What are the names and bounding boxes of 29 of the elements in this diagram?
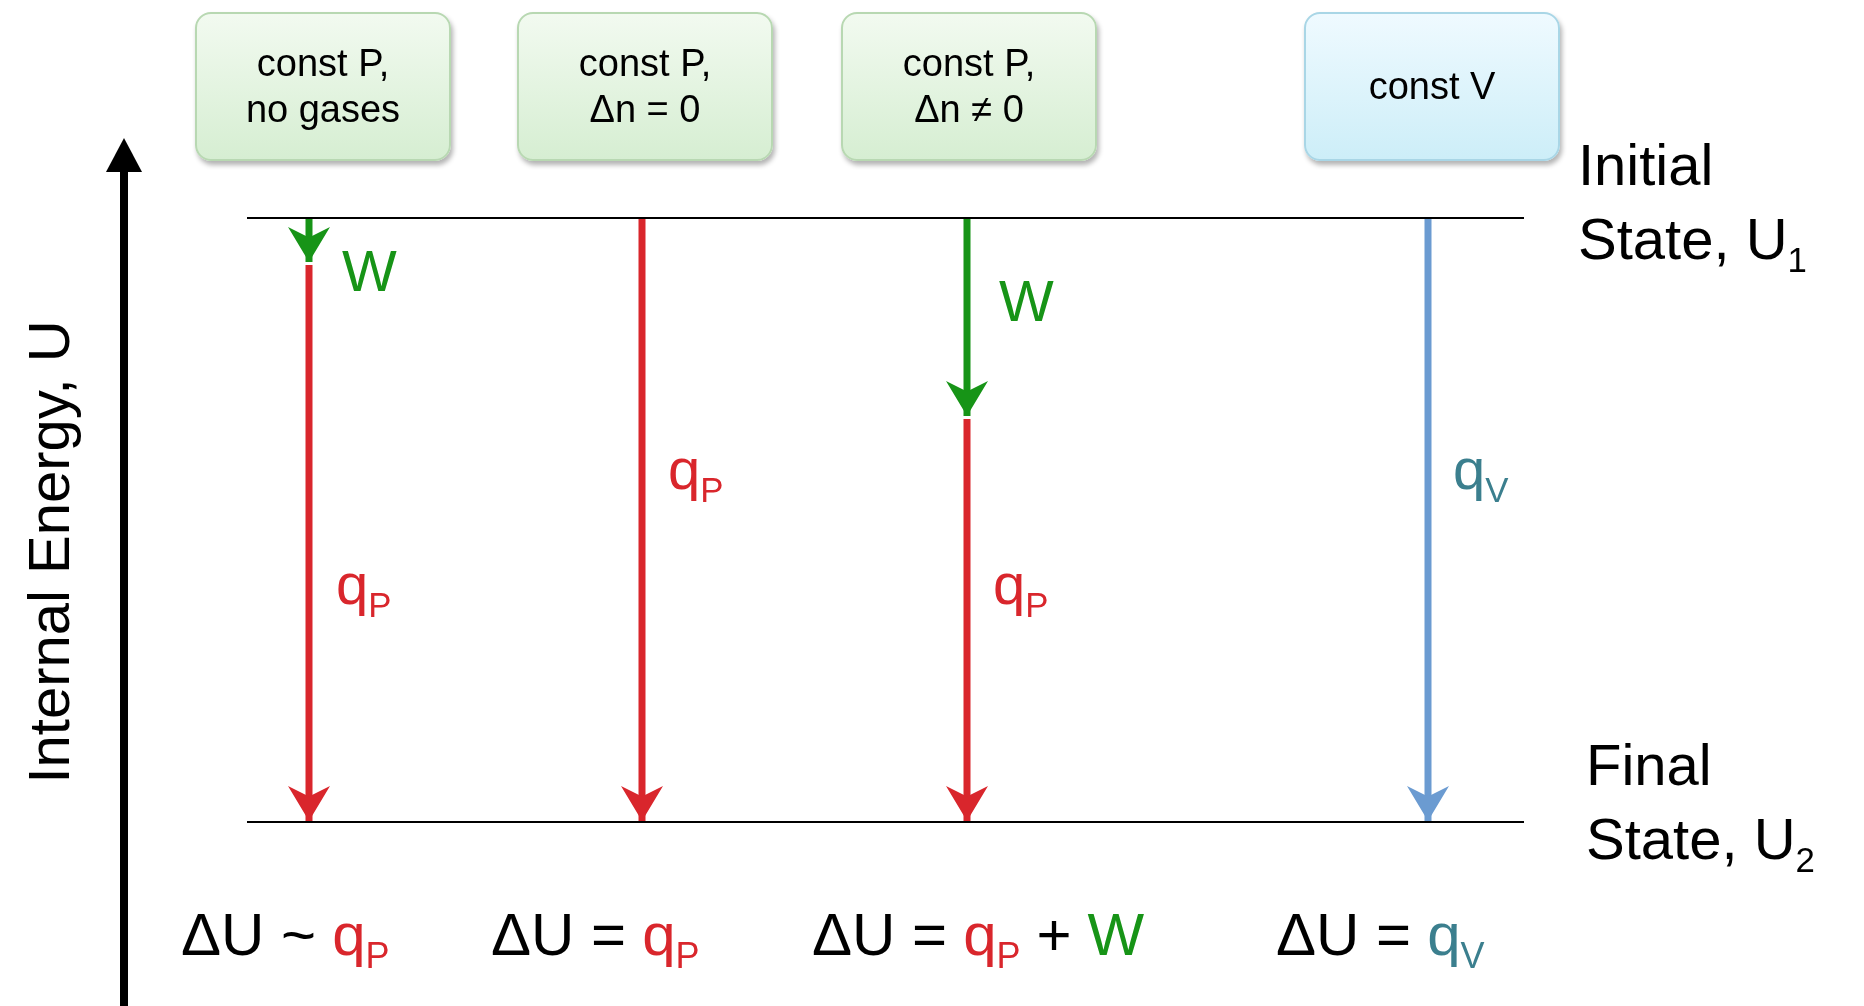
energy-level-line	[247, 217, 1524, 219]
equation-term: ΔU =	[812, 905, 948, 970]
condition-text: const P, no gases	[244, 40, 402, 132]
edge-label: W	[999, 272, 1054, 330]
condition-box	[517, 12, 773, 161]
edge-label: W	[342, 242, 397, 300]
equation-term: W	[1087, 905, 1145, 970]
state-label: Final State, U$_{2}$	[1586, 731, 1816, 881]
equation-term: q$_{P}$	[642, 905, 700, 974]
edge-label: q$_{P}$	[668, 440, 724, 508]
axis-label: Internal Energy, U	[14, 320, 82, 784]
state-label: Initial State, U$_{1}$	[1578, 131, 1808, 281]
equation-term: ΔU =	[491, 905, 627, 970]
equation-term: q$_{V}$	[1427, 905, 1485, 974]
equation-term: q$_{P}$	[332, 905, 390, 974]
equation-term: ΔU =	[1276, 905, 1412, 970]
condition-text: const V	[1368, 63, 1496, 109]
edge-label: q$_{P}$	[993, 555, 1049, 623]
equation-term: +	[1036, 905, 1072, 970]
condition-text: const P, Δn ≠ 0	[901, 40, 1037, 132]
condition-box	[841, 12, 1097, 161]
energy-level-line	[247, 821, 1524, 823]
edge-label: q$_{P}$	[336, 555, 392, 623]
equation-term: q$_{P}$	[963, 905, 1021, 974]
edge-label: q$_{V}$	[1453, 440, 1509, 508]
equation-term: ΔU ~	[181, 905, 317, 970]
condition-box	[195, 12, 451, 161]
condition-box	[1304, 12, 1560, 161]
condition-text: const P, Δn = 0	[577, 40, 713, 132]
